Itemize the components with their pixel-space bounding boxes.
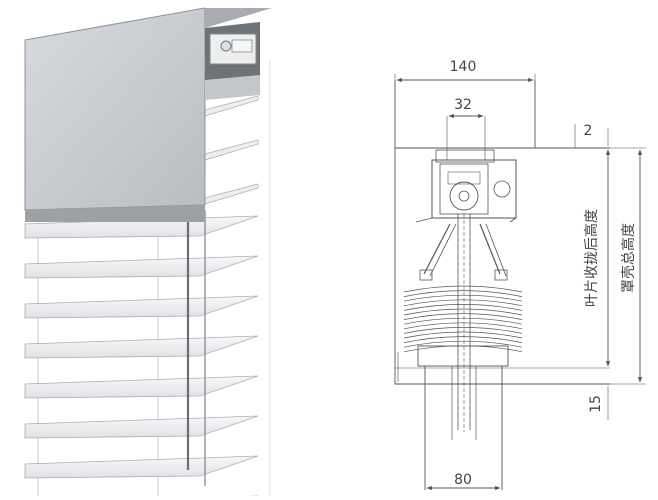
slat-section [403,290,523,297]
dimension-2: 2 [584,123,593,139]
slat-section [403,331,523,339]
dimension-32: 32 [454,97,472,113]
slat-section [403,317,523,325]
slat [24,375,259,399]
dimension-140: 140 [450,59,477,75]
slat [24,455,259,479]
slat-section [403,285,523,293]
slat-section [403,299,523,307]
blind-render [24,7,272,500]
slat-section [403,308,523,316]
housing [24,7,272,222]
technical-drawing [394,74,646,491]
slat [24,415,259,439]
slat-section [403,345,523,353]
head-rail [415,149,517,223]
slat [24,295,259,319]
slat-section [403,313,523,320]
slat-section [403,322,523,330]
slat-section [403,340,523,348]
slat-section [403,294,523,302]
slat [24,255,259,279]
dimension-15: 15 [588,395,604,413]
slat [204,183,259,205]
slat-section [403,304,523,311]
slat-section [403,336,523,343]
slat-section [403,327,523,334]
slat-stack-section [403,285,523,353]
slat [204,139,259,161]
slat [24,335,259,359]
label-total-height: 罩壳总高度 [620,223,637,293]
label-stack-height: 叶片收拢后高度 [583,209,600,307]
dimension-80: 80 [454,472,472,488]
